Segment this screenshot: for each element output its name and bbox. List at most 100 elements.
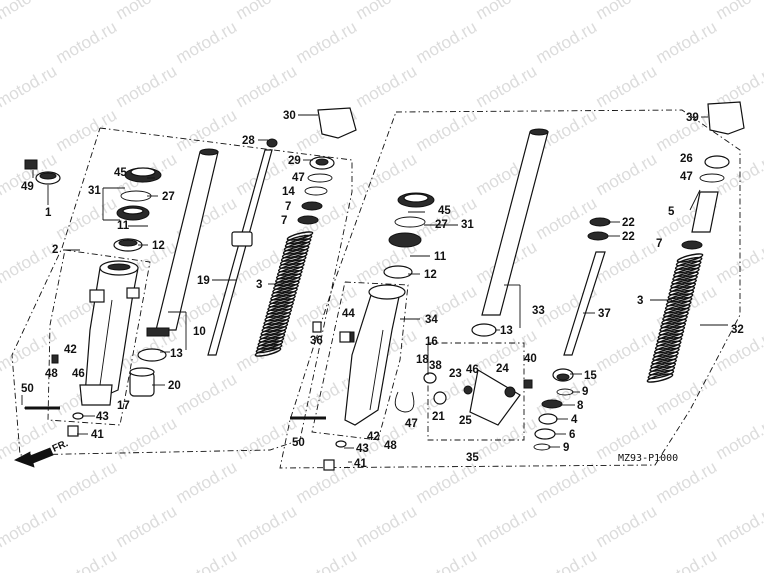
watermark-text: motod.ru bbox=[473, 501, 541, 551]
callout-33: 33 bbox=[532, 305, 545, 317]
callout-41b: 41 bbox=[354, 458, 367, 470]
spring-coil bbox=[657, 329, 685, 340]
spring-coil bbox=[669, 282, 697, 292]
spring-coil bbox=[269, 294, 296, 305]
bolt-42-left bbox=[51, 354, 59, 364]
spring-coil bbox=[647, 369, 675, 380]
callout-9b: 9 bbox=[563, 442, 569, 454]
watermark-text: motod.ru bbox=[473, 61, 541, 111]
callout-47b: 47 bbox=[405, 418, 418, 430]
callout-27a: 27 bbox=[162, 191, 175, 203]
washer-7b bbox=[297, 215, 319, 225]
watermark-text: motod.ru bbox=[353, 0, 421, 23]
watermark-text: motod.ru bbox=[533, 545, 601, 573]
leader-lines bbox=[21, 114, 728, 463]
spring-coil bbox=[676, 253, 704, 263]
spring-coil bbox=[660, 318, 687, 329]
callout-22a: 22 bbox=[622, 217, 635, 229]
callout-14: 14 bbox=[282, 186, 295, 198]
fork-slider-34 bbox=[341, 284, 406, 426]
damper-rod-19 bbox=[207, 138, 278, 356]
callout-27b: 27 bbox=[435, 219, 448, 231]
callout-42a: 42 bbox=[64, 344, 77, 356]
callout-21: 21 bbox=[432, 411, 445, 423]
watermark-text: motod.ru bbox=[713, 0, 764, 23]
spring-coil bbox=[649, 362, 677, 372]
callout-8: 8 bbox=[577, 400, 584, 412]
callout-20: 20 bbox=[168, 380, 181, 392]
spring-coil bbox=[655, 336, 683, 347]
callout-48b: 48 bbox=[384, 440, 397, 452]
callout-45b: 45 bbox=[438, 205, 451, 217]
callout-2: 2 bbox=[52, 244, 58, 256]
valve-4 bbox=[538, 413, 558, 425]
callout-1: 1 bbox=[45, 207, 52, 219]
callout-47a: 47 bbox=[292, 172, 305, 184]
clip-9b bbox=[533, 443, 551, 451]
bushing-44 bbox=[339, 331, 351, 343]
bolt-40 bbox=[523, 379, 533, 389]
spring-coil bbox=[673, 264, 701, 274]
spring-coil bbox=[659, 322, 687, 332]
watermark-text: motod.ru bbox=[0, 61, 60, 111]
watermark-text: motod.ru bbox=[593, 325, 661, 375]
seal-11-right bbox=[388, 232, 422, 248]
spring-coil bbox=[274, 276, 301, 287]
bolt-49 bbox=[24, 159, 38, 170]
spring-coil bbox=[650, 358, 677, 369]
spring-coil bbox=[278, 259, 306, 269]
watermark-text: motod.ru bbox=[293, 281, 361, 331]
watermark-text: motod.ru bbox=[713, 413, 764, 463]
callout-25: 25 bbox=[459, 415, 472, 427]
spring-coil bbox=[673, 267, 700, 278]
spring-coil bbox=[282, 245, 310, 255]
spring-coil bbox=[277, 262, 305, 273]
spring-coil bbox=[270, 291, 297, 301]
fork-spring-3-right bbox=[646, 253, 704, 383]
watermark-text: motod.ru bbox=[53, 193, 121, 243]
callout-19: 19 bbox=[197, 275, 210, 287]
spring-coil bbox=[658, 325, 686, 336]
bushing-12-right bbox=[383, 265, 413, 279]
spring-coil bbox=[286, 231, 314, 241]
watermark-text: motod.ru bbox=[173, 457, 241, 507]
spring-coil bbox=[267, 301, 294, 312]
watermark-text: motod.ru bbox=[173, 105, 241, 155]
spring-coil bbox=[646, 373, 674, 383]
spring-coil bbox=[653, 347, 680, 358]
watermark-text: motod.ru bbox=[473, 0, 541, 23]
callout-24: 24 bbox=[496, 363, 509, 375]
callout-22b: 22 bbox=[622, 231, 635, 243]
inner-tube-33 bbox=[471, 128, 549, 337]
cover-39 bbox=[707, 101, 745, 135]
callout-12b: 12 bbox=[424, 269, 437, 281]
callout-35: 35 bbox=[466, 452, 479, 464]
diagram-code: MZ93-P1000 bbox=[618, 453, 678, 464]
callout-45a: 45 bbox=[114, 167, 127, 179]
spring-coil bbox=[653, 344, 681, 354]
callout-28: 28 bbox=[242, 135, 255, 147]
watermark-text: motod.ru bbox=[113, 501, 181, 551]
callout-13a: 13 bbox=[170, 348, 183, 360]
cap-26 bbox=[704, 155, 730, 169]
watermark-text: motod.ru bbox=[593, 0, 661, 23]
spring-coil bbox=[661, 315, 688, 325]
callout-3b: 3 bbox=[637, 295, 643, 307]
spring-coil bbox=[271, 287, 298, 297]
spacer-14 bbox=[304, 186, 328, 196]
washer-1 bbox=[35, 171, 61, 185]
watermark-text: motod.ru bbox=[113, 0, 181, 23]
callout-41a: 41 bbox=[91, 429, 104, 441]
bolt-41-left bbox=[67, 425, 79, 437]
watermark-text: motod.ru bbox=[533, 457, 601, 507]
callout-11b: 11 bbox=[434, 251, 447, 263]
spring-coil bbox=[275, 269, 303, 280]
watermark-text: motod.ru bbox=[53, 17, 121, 67]
spring-coil bbox=[662, 311, 689, 321]
oil-seal-45-right bbox=[397, 192, 435, 208]
spring-coil bbox=[663, 304, 691, 314]
callout-37: 37 bbox=[598, 308, 611, 320]
watermark-text: motod.ru bbox=[413, 281, 481, 331]
callout-6: 6 bbox=[569, 429, 575, 441]
